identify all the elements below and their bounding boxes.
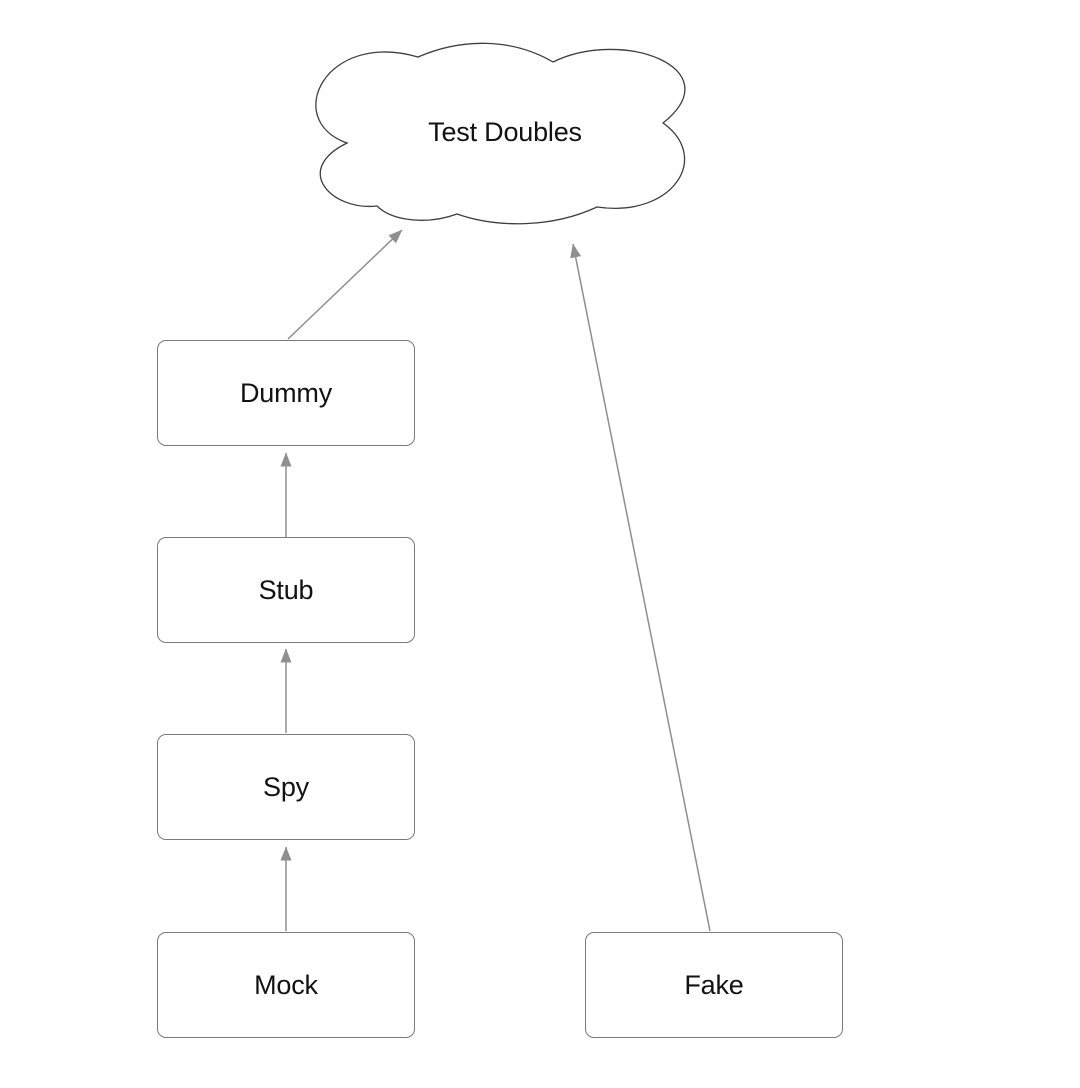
node-spy-label: Spy: [263, 771, 309, 802]
node-dummy: Dummy: [157, 340, 415, 446]
node-stub-label: Stub: [258, 574, 314, 605]
edge-dummy-cloud: [287, 229, 403, 340]
edge-fake-cloud: [570, 243, 711, 932]
node-spy: Spy: [157, 734, 415, 840]
node-dummy-label: Dummy: [240, 377, 332, 408]
cloud-shape: [315, 42, 686, 225]
node-mock: Mock: [157, 932, 415, 1038]
node-fake: Fake: [585, 932, 843, 1038]
cloud-label: Test Doubles: [428, 117, 582, 147]
node-mock-label: Mock: [254, 969, 318, 1000]
node-fake-label: Fake: [684, 969, 744, 1000]
node-stub: Stub: [157, 537, 415, 643]
